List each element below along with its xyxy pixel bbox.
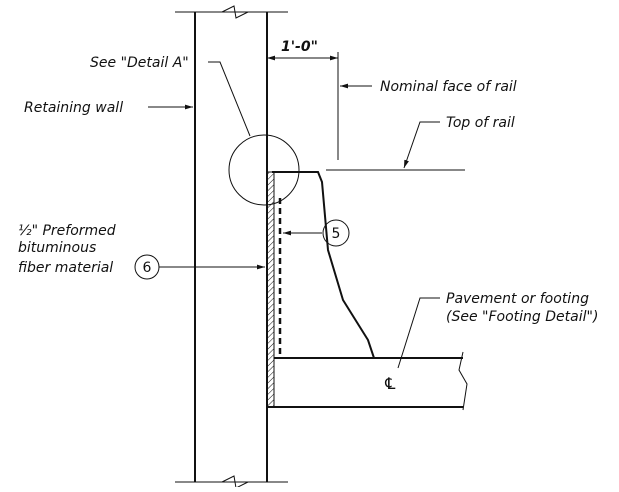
preformed-label-line2: bituminous [18,240,96,256]
callout-5-bubble [322,219,350,247]
top-of-rail-leader [403,121,440,169]
pavement-label-line2: (See "Footing Detail") [446,309,598,325]
dimension-1ft: 1'-0" [267,39,339,160]
nominal-face-label: Nominal face of rail [380,79,517,95]
detail-a-prefix: See [90,55,121,71]
rail-profile [272,171,375,359]
detail-a-circle [228,134,300,206]
detail-a-quoted: "Detail A" [121,55,189,71]
pavement-leader [397,297,440,369]
fiber-material-strip [266,171,275,408]
footing-slab [267,351,468,411]
centerline-symbol: ℄ [383,374,397,393]
top-of-rail-label: Top of rail [446,115,515,131]
pavement-label-line1: Pavement or footing [446,291,589,307]
preformed-label-line3: fiber material [18,260,113,276]
break-line-slab [458,351,468,411]
callout-6-number: 6 [143,260,152,276]
detail-a-label: See "Detail A" [90,55,189,71]
retaining-wall-label: Retaining wall [24,100,123,116]
break-symbol-top [221,5,249,19]
callout-5-number: 5 [332,226,341,242]
pavement-see: (See [446,309,482,325]
preformed-label-line1: ½" Preformed [18,223,116,239]
detail-a-leader [208,61,251,137]
preformed-fraction: ½" [18,223,38,239]
break-symbol-bottom [221,475,249,489]
pavement-close: ) [592,309,598,325]
preformed-word: Preformed [38,223,116,239]
dimension-label: 1'-0" [281,39,318,55]
pavement-footing-detail: "Footing Detail" [482,309,593,325]
